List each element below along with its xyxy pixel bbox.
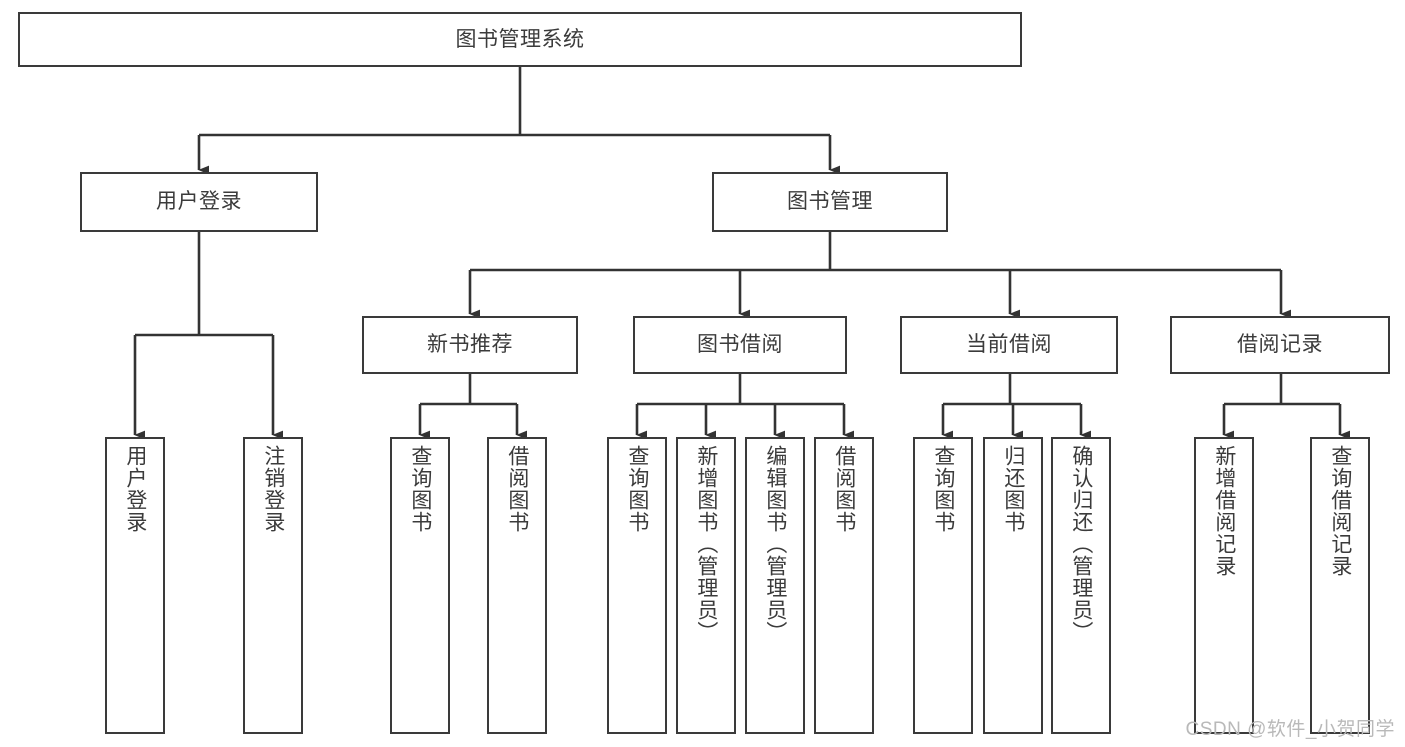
node-user-login[interactable]: 用户登录 <box>80 172 318 232</box>
node-leaf-add-borrow-record[interactable]: 新增借阅记录 <box>1194 437 1254 734</box>
node-label: 新增图书（管理员） <box>694 445 718 643</box>
node-label: 借阅图书 <box>505 445 529 533</box>
node-leaf-add-book-admin[interactable]: 新增图书（管理员） <box>676 437 736 734</box>
node-leaf-borrow-book-recommend[interactable]: 借阅图书 <box>487 437 547 734</box>
node-book-management[interactable]: 图书管理 <box>712 172 948 232</box>
node-label: 查询图书 <box>408 445 432 533</box>
node-book-borrow[interactable]: 图书借阅 <box>633 316 847 374</box>
node-leaf-borrow-book[interactable]: 借阅图书 <box>814 437 874 734</box>
node-leaf-query-book-borrow[interactable]: 查询图书 <box>607 437 667 734</box>
node-label: 图书借阅 <box>697 333 783 357</box>
node-leaf-return-book[interactable]: 归还图书 <box>983 437 1043 734</box>
node-label: 新书推荐 <box>427 333 513 357</box>
node-label: 归还图书 <box>1001 445 1025 533</box>
node-label: 查询图书 <box>931 445 955 533</box>
node-label: 新增借阅记录 <box>1212 445 1236 577</box>
node-leaf-logout[interactable]: 注销登录 <box>243 437 303 734</box>
node-leaf-query-book-current[interactable]: 查询图书 <box>913 437 973 734</box>
csdn-watermark: CSDN @软件_小贺同学 <box>1185 719 1395 740</box>
node-label: 编辑图书（管理员） <box>763 445 787 643</box>
node-label: 用户登录 <box>123 445 147 533</box>
node-label: 图书管理系统 <box>455 27 585 51</box>
node-label: 确认归还（管理员） <box>1069 445 1093 643</box>
node-label: 借阅图书 <box>832 445 856 533</box>
node-label: 借阅记录 <box>1237 333 1323 357</box>
node-label: 用户登录 <box>156 190 242 214</box>
node-label: 注销登录 <box>261 445 285 533</box>
node-root-book-management-system[interactable]: 图书管理系统 <box>18 12 1022 67</box>
node-leaf-edit-book-admin[interactable]: 编辑图书（管理员） <box>745 437 805 734</box>
node-current-borrow[interactable]: 当前借阅 <box>900 316 1118 374</box>
node-leaf-user-login[interactable]: 用户登录 <box>105 437 165 734</box>
node-leaf-query-borrow-record[interactable]: 查询借阅记录 <box>1310 437 1370 734</box>
node-leaf-query-book-recommend[interactable]: 查询图书 <box>390 437 450 734</box>
node-label: 图书管理 <box>787 190 873 214</box>
node-borrow-record[interactable]: 借阅记录 <box>1170 316 1390 374</box>
node-new-book-recommend[interactable]: 新书推荐 <box>362 316 578 374</box>
node-label: 当前借阅 <box>966 333 1052 357</box>
node-label: 查询借阅记录 <box>1328 445 1352 577</box>
node-leaf-confirm-return-admin[interactable]: 确认归还（管理员） <box>1051 437 1111 734</box>
node-label: 查询图书 <box>625 445 649 533</box>
